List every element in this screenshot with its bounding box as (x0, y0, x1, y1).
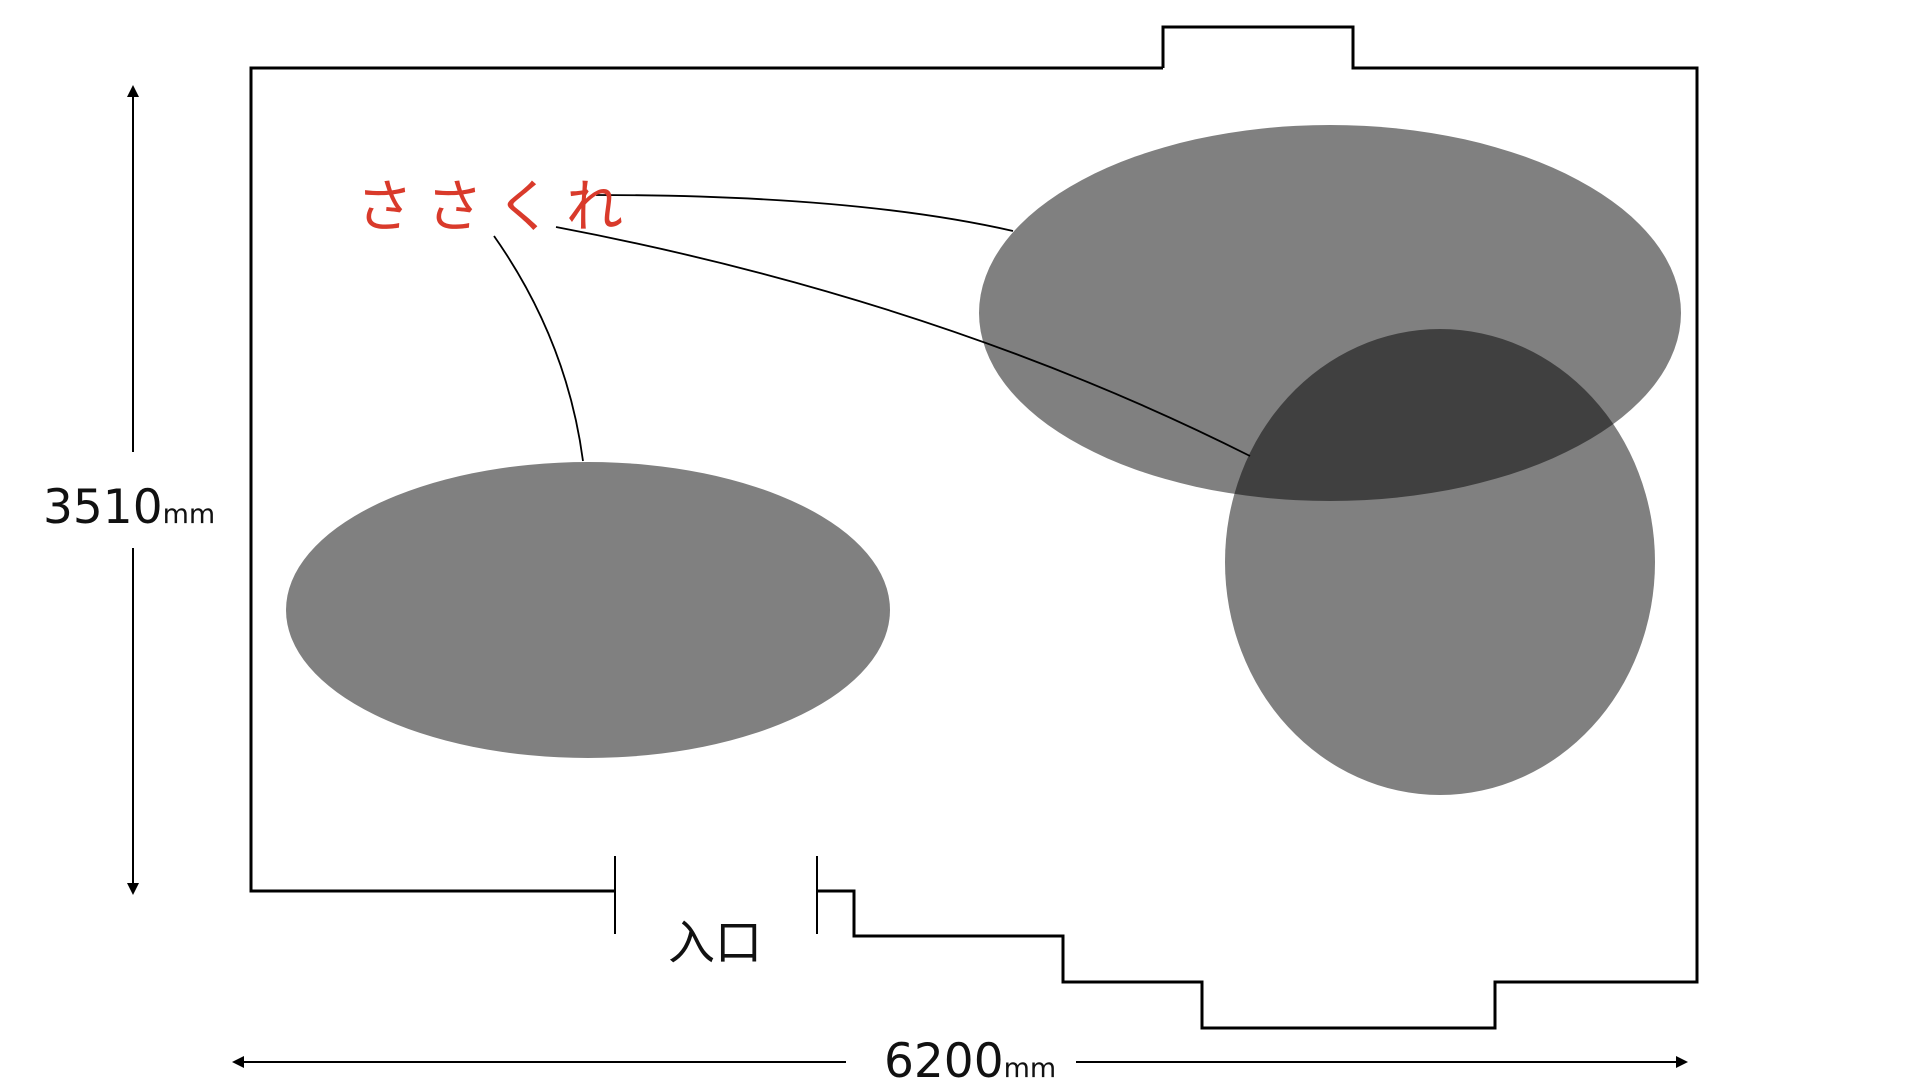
annotation-label: ささくれ (356, 174, 636, 240)
height-arrow-top (127, 85, 139, 97)
leader-line-left (493, 235, 584, 462)
left-area-ellipse (286, 462, 890, 758)
width-arrow-right (1676, 1056, 1688, 1068)
height-arrow-bottom (127, 883, 139, 895)
width-arrow-left (232, 1056, 244, 1068)
height-dimension-text: 3510mm (43, 480, 215, 535)
leader-line-lower (555, 226, 1251, 457)
room-wall-outline (817, 25, 1699, 1030)
width-dimension-text: 6200mm (884, 1034, 1056, 1080)
entrance-label: 入口 (668, 916, 762, 971)
overlap-area (1225, 329, 1655, 501)
width-dimension-unit: mm (1004, 1053, 1057, 1080)
height-dimension-unit: mm (163, 499, 216, 530)
room-wall-left (249, 66, 1163, 893)
height-dimension-value: 3510 (43, 480, 163, 535)
width-dimension-value: 6200 (884, 1034, 1004, 1080)
leader-line-upper (595, 194, 1014, 232)
